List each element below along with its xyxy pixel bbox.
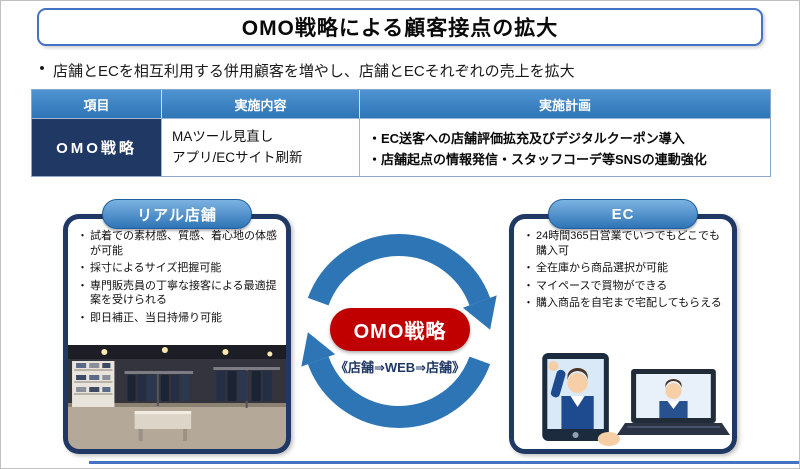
bullet-text: 全在庫から商品選択が可能: [536, 262, 668, 275]
col-header-plans: 実施計画: [360, 90, 770, 118]
list-item: ・ 専門販売員の丁寧な接客による最適提案を受けられる: [77, 279, 280, 308]
bullet-text: 試着での素材感、質感、着心地の体感が可能: [90, 230, 277, 257]
list-item: ・ 試着での素材感、質感、着心地の体感が可能: [77, 229, 280, 258]
lead-sentence: • 店舗とECを相互利用する併用顧客を増やし、店舗とECそれぞれの売上を拡大: [31, 60, 575, 81]
row-actions-cell: MAツール見直し アプリ/ECサイト刷新: [162, 118, 360, 176]
store-benefits-list: ・ 試着での素材感、質感、着心地の体感が可能 ・ 採寸によるサイズ把握可能 ・ …: [68, 219, 286, 345]
ec-panel-body: ・ 24時間365日営業でいつでもどこでも購入可 ・ 全在庫から商品選択が可能 …: [514, 219, 732, 449]
bullet-marker: ・: [77, 311, 88, 324]
bullet-text: 採寸によるサイズ把握可能: [90, 262, 222, 275]
bullet-marker: •: [39, 60, 45, 77]
list-item: ・ 全在庫から商品選択が可能: [523, 261, 726, 276]
plan-line: ・EC送客への店舗評価拡充及びデジタルクーポン導入: [368, 131, 685, 146]
bullet-marker: ・: [523, 297, 534, 310]
ec-benefits-list: ・ 24時間365日営業でいつでもどこでも購入可 ・ 全在庫から商品選択が可能 …: [514, 219, 732, 351]
store-interior-illustration: [68, 345, 286, 449]
action-line: アプリ/ECサイト刷新: [172, 149, 303, 165]
ec-panel-title-label: EC: [611, 205, 635, 223]
bullet-marker: ・: [523, 262, 534, 275]
cycle-arrows-icon: [301, 234, 497, 428]
page-title: OMO戦略による顧客接点の拡大: [241, 17, 559, 40]
lead-text: 店舗とECを相互利用する併用顧客を増やし、店舗とECそれぞれの売上を拡大: [53, 63, 575, 80]
list-item: ・ 24時間365日営業でいつでもどこでも購入可: [523, 229, 726, 258]
omo-strategy-label: OMO戦略: [353, 321, 447, 343]
list-item: ・ 購入商品を自宅まで宅配してもらえる: [523, 296, 726, 311]
store-panel: ・ 試着での素材感、質感、着心地の体感が可能 ・ 採寸によるサイズ把握可能 ・ …: [63, 214, 291, 454]
bullet-marker: ・: [523, 230, 534, 242]
list-item: ・ 即日補正、当日持帰り可能: [77, 311, 280, 326]
row-item-cell: OMO戦略: [32, 118, 162, 176]
store-panel-body: ・ 試着での素材感、質感、着心地の体感が可能 ・ 採寸によるサイズ把握可能 ・ …: [68, 219, 286, 449]
ec-devices-image: [514, 351, 732, 449]
store-panel-title-label: リアル店舗: [137, 206, 217, 224]
store-photo-image: [68, 345, 286, 449]
store-panel-title: リアル店舗: [102, 199, 252, 229]
bullet-marker: ・: [77, 230, 88, 242]
action-line: MAツール見直し: [172, 129, 274, 144]
list-item: ・ マイペースで買物ができる: [523, 279, 726, 294]
bullet-text: 24時間365日営業でいつでもどこでも購入可: [536, 230, 721, 257]
ec-panel-title: EC: [548, 199, 698, 229]
bullet-marker: ・: [77, 279, 88, 292]
title-banner: OMO戦略による顧客接点の拡大: [37, 8, 763, 46]
omo-strategy-badge: OMO戦略: [330, 308, 470, 351]
bullet-marker: ・: [77, 262, 88, 275]
bullet-marker: ・: [523, 279, 534, 292]
bottom-accent-rule: [89, 461, 799, 464]
ec-panel: ・ 24時間365日営業でいつでもどこでも購入可 ・ 全在庫から商品選択が可能 …: [509, 214, 737, 454]
implementation-table: 項目 実施内容 実施計画 OMO戦略 MAツール見直し アプリ/ECサイト刷新 …: [31, 89, 771, 177]
bullet-text: マイペースで買物ができる: [536, 279, 668, 292]
bullet-text: 専門販売員の丁寧な接客による最適提案を受けられる: [90, 279, 277, 307]
bullet-text: 購入商品を自宅まで宅配してもらえる: [536, 297, 722, 310]
col-header-actions: 実施内容: [162, 90, 360, 118]
row-plans-cell: ・EC送客への店舗評価拡充及びデジタルクーポン導入 ・店舗起点の情報発信・スタッ…: [360, 118, 770, 176]
bullet-text: 即日補正、当日持帰り可能: [90, 311, 222, 324]
flow-text: 《店舗⇒WEB⇒店舗》: [334, 360, 466, 375]
online-shopping-illustration: [514, 351, 732, 449]
list-item: ・ 採寸によるサイズ把握可能: [77, 261, 280, 276]
col-header-item: 項目: [32, 90, 162, 118]
plan-line: ・店舗起点の情報発信・スタッフコーデ等SNSの連動強化: [368, 152, 707, 168]
